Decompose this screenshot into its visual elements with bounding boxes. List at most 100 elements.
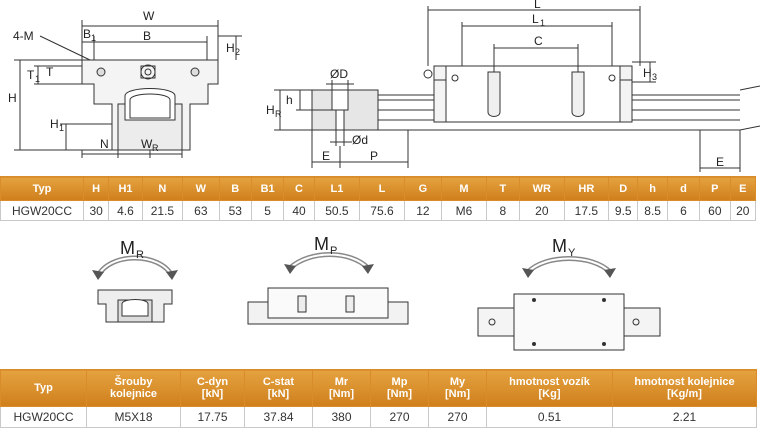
label-n: N (100, 137, 109, 151)
col-header: E (729, 176, 757, 201)
label-h3-sub: 3 (652, 72, 657, 82)
moment-mp-illustration (247, 252, 409, 325)
label-l1: L (532, 12, 539, 26)
col-header-line2: [Nm] (386, 388, 413, 400)
table-cell: 40 (283, 200, 315, 221)
moment-mr-illustration (92, 255, 178, 323)
label-hr: H (266, 103, 275, 117)
col-header: Mp[Nm] (370, 369, 429, 407)
table-row: HGW20CC 30 4.6 21.5 63 53 5 40 50.5 75.6… (0, 200, 757, 221)
table-cell: 380 (312, 406, 371, 428)
table-cell: 8 (485, 200, 521, 221)
table-cell: 6 (666, 200, 701, 221)
label-l1-sub: 1 (540, 18, 545, 28)
label-e-right: E (716, 155, 724, 169)
col-header: M (441, 176, 487, 201)
moment-mp-label: M (314, 234, 329, 254)
col-header: h (637, 176, 668, 201)
table-cell: 0.51 (486, 406, 613, 428)
side-view (274, 6, 761, 172)
table-row: HGW20CC M5X18 17.75 37.84 380 270 270 0.… (0, 406, 757, 428)
table-cell: 20 (729, 200, 757, 221)
moment-my-sub: Y (568, 247, 576, 259)
table-cell: 2.21 (612, 406, 757, 428)
col-header: L (359, 176, 405, 201)
col-header: B (218, 176, 252, 201)
table-cell: 8.5 (637, 200, 668, 221)
label-w: W (143, 9, 155, 23)
col-header-line1: hmotnost kolejnice (634, 376, 735, 388)
table-cell: 4.6 (108, 200, 143, 221)
label-wr: W (141, 137, 153, 151)
col-header-line2: [Nm] (328, 388, 355, 400)
table-cell: 20 (519, 200, 565, 221)
label-hr-sub: R (275, 109, 282, 119)
col-header-line1: Mr (334, 376, 349, 388)
col-header-line2: [kN] (267, 388, 290, 400)
col-header: C (283, 176, 315, 201)
table-cell: 270 (370, 406, 429, 428)
col-header-line1: C-stat (262, 376, 295, 388)
moment-my-illustration (477, 256, 661, 351)
col-header: hmotnost vozík[Kg] (486, 369, 613, 407)
table-cell: 270 (428, 406, 487, 428)
col-header-line2: [Nm] (444, 388, 471, 400)
moment-my-label: M (552, 236, 567, 256)
label-b1: B (83, 27, 91, 41)
table-cell: M5X18 (86, 406, 181, 428)
col-header-line2: [Kg/m] (667, 388, 702, 400)
table-cell: 9.5 (608, 200, 639, 221)
col-header-line1: My (449, 376, 466, 388)
table-cell: 37.84 (244, 406, 313, 428)
moment-mr-sub: R (136, 249, 144, 261)
label-p: P (370, 149, 378, 163)
table-cell: M6 (441, 200, 487, 221)
col-header-line1: hmotnost vozík (509, 376, 590, 388)
label-b: B (143, 29, 151, 43)
col-header: My[Nm] (428, 369, 487, 407)
col-header-line1: Šrouby (114, 376, 153, 388)
label-h1: H (50, 117, 59, 131)
table-cell: 60 (699, 200, 731, 221)
col-header: WR (519, 176, 565, 201)
label-b1-sub: 1 (91, 33, 96, 43)
col-header-line2: [Kg] (538, 388, 561, 400)
label-d-small: Ød (352, 133, 368, 147)
col-header: T (485, 176, 521, 201)
label-h3: H (643, 66, 652, 80)
col-header-line2: kolejnice (109, 388, 158, 400)
table-cell: 17.75 (180, 406, 245, 428)
table-cell: 53 (218, 200, 252, 221)
table-cell: 5 (250, 200, 285, 221)
col-header: hmotnost kolejnice[Kg/m] (612, 369, 757, 407)
col-header: L1 (313, 176, 361, 201)
col-header: C-stat[kN] (244, 369, 313, 407)
label-wr-sub: R (152, 143, 159, 153)
label-h-small: h (286, 93, 293, 107)
front-view (14, 20, 242, 158)
table-cell: HGW20CC (0, 406, 87, 428)
label-d-big: ØD (330, 67, 348, 81)
col-header-line1: C-dyn (196, 376, 229, 388)
table-cell: 75.6 (359, 200, 405, 221)
col-header: Typ (0, 176, 84, 201)
moment-mp-sub: P (330, 245, 337, 257)
moment-mr-label: M (120, 238, 135, 258)
label-c: C (534, 34, 543, 48)
label-h1-sub: 1 (59, 123, 64, 133)
label-t1-sub: 1 (35, 74, 40, 84)
label-h2-sub: 2 (235, 47, 240, 57)
col-header: C-dyn[kN] (180, 369, 245, 407)
col-header: H (82, 176, 110, 201)
label-h: H (8, 91, 17, 105)
col-header-line1: Mp (391, 376, 408, 388)
col-header: HR (563, 176, 610, 201)
dimension-table: Typ H H1 N W B B1 C L1 L G M T WR HR D h… (0, 176, 757, 221)
col-header: G (403, 176, 443, 201)
col-header: d (666, 176, 701, 201)
table-cell: 30 (82, 200, 110, 221)
col-header-line2: [kN] (201, 388, 224, 400)
